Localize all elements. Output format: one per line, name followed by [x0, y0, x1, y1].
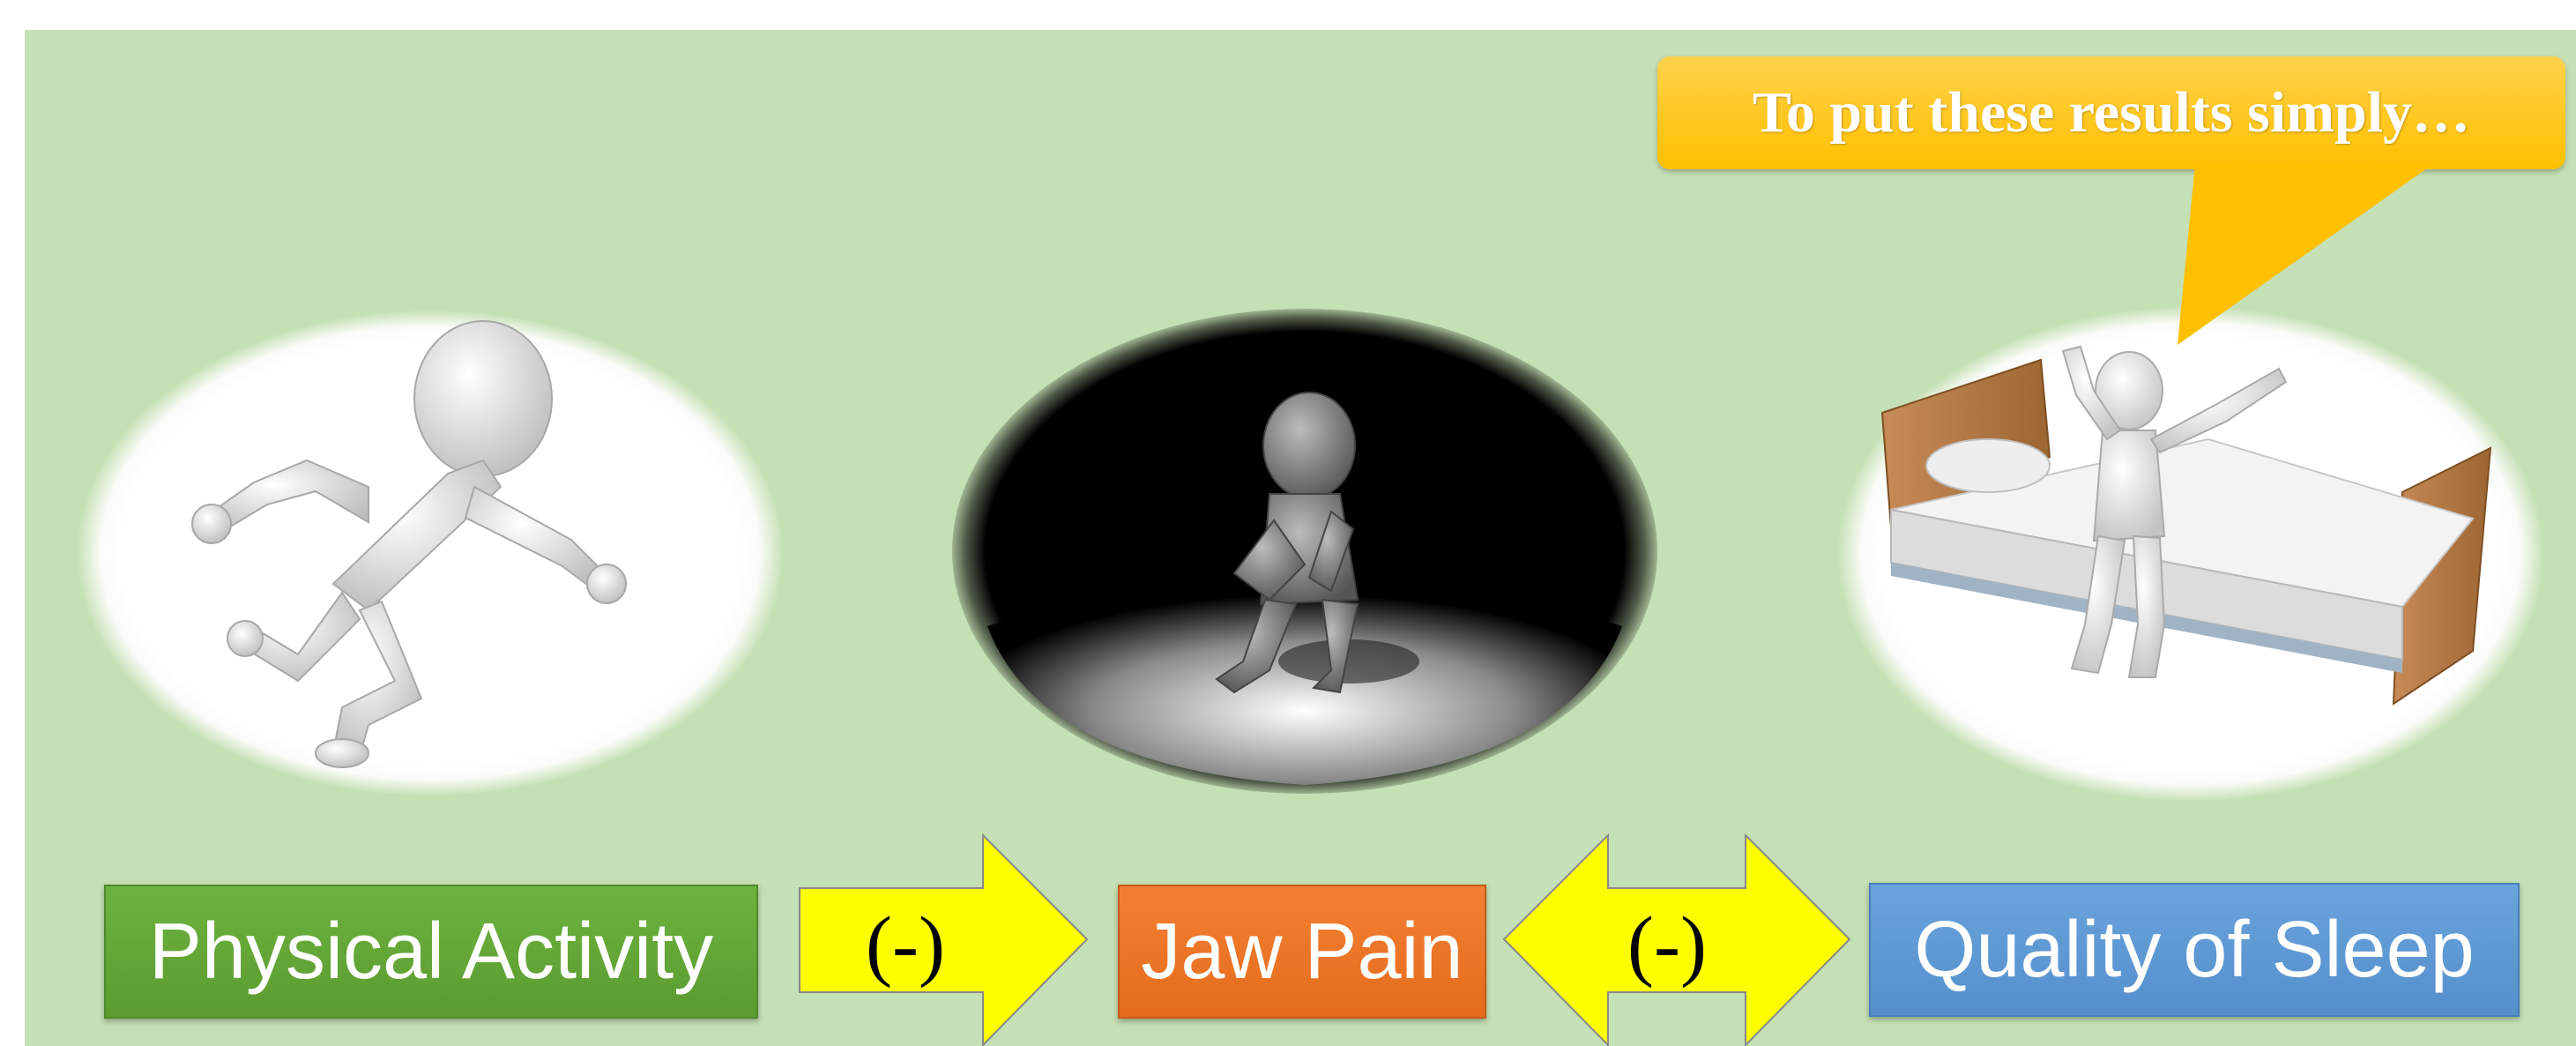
physical-activity-text: Physical Activity: [149, 907, 713, 997]
callout-text: To put these results simply…: [1753, 79, 2470, 146]
callout-bubble: To put these results simply…: [1657, 56, 2565, 169]
callout-tail: [2178, 164, 2442, 349]
quality-of-sleep-text: Quality of Sleep: [1914, 905, 2474, 996]
first-relation-sign: (-): [866, 900, 945, 990]
figure-waking-on-bed-icon: [1838, 307, 2543, 801]
physical-activity-label: Physical Activity: [104, 885, 758, 1019]
running-figure-icon: [78, 310, 783, 796]
sad-figure-spotlight-icon: [952, 309, 1657, 794]
quality-of-sleep-label: Quality of Sleep: [1869, 883, 2520, 1017]
jaw-pain-label: Jaw Pain: [1118, 885, 1486, 1019]
second-relation-sign: (-): [1627, 900, 1707, 990]
jaw-pain-text: Jaw Pain: [1141, 907, 1463, 997]
